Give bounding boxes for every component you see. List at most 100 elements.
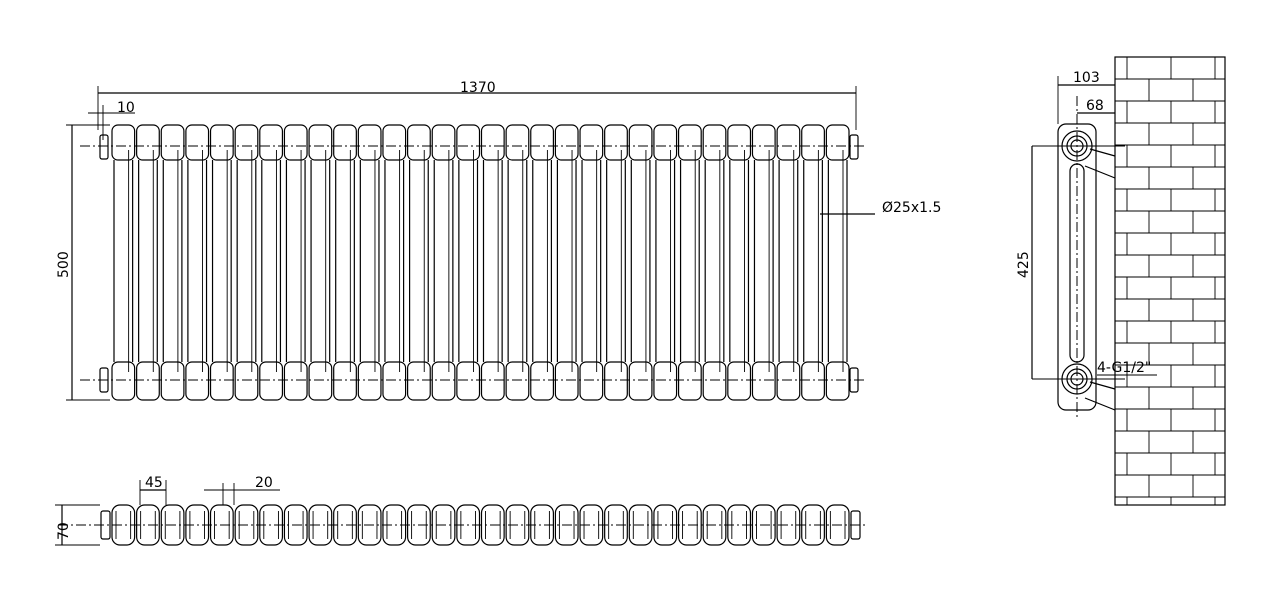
bracket-arm (1084, 397, 1116, 411)
section-top-header (160, 124, 185, 161)
section-top-header (431, 124, 456, 161)
section-top-header (628, 124, 653, 161)
wall-outline (1114, 56, 1226, 506)
section-top-header (554, 124, 579, 161)
section-bottom-header (825, 361, 850, 401)
radiator-section (604, 124, 628, 401)
section-bottom-header (702, 361, 727, 401)
dim-overall-width: 1370 (460, 80, 496, 96)
section-top-profile (554, 504, 579, 546)
section-bottom-header (801, 361, 825, 401)
section-top-header (530, 124, 554, 161)
bracket-arm (1089, 381, 1116, 390)
section-top-profile (751, 504, 776, 546)
top-view (58, 504, 868, 546)
section-top-header (825, 124, 850, 161)
section-top-profile (825, 504, 850, 546)
dim-connections: 4-G1/2" (1097, 360, 1151, 376)
section-bottom-header (259, 361, 284, 401)
section-top-header (111, 124, 136, 161)
section-bottom-header (209, 361, 234, 401)
section-bottom-header (283, 361, 308, 401)
radiator-section (185, 124, 210, 401)
section-top-header (185, 124, 210, 161)
radiator-section (505, 124, 530, 401)
dim-section-pitch: 45 (145, 475, 163, 491)
section-top-header (382, 124, 407, 161)
section-top-header (702, 124, 727, 161)
section-bottom-header (357, 361, 382, 401)
section-top-header (653, 124, 678, 161)
section-top-header (407, 124, 431, 161)
section-top-header (234, 124, 259, 161)
section-top-header (308, 124, 333, 161)
dim-centre-to-wall: 68 (1086, 98, 1104, 114)
section-bottom-header (530, 361, 554, 401)
radiator-section (628, 124, 653, 401)
section-bottom-header (653, 361, 678, 401)
radiator-section (308, 124, 333, 401)
section-bottom-header (579, 361, 604, 401)
section-bottom-header (111, 361, 136, 401)
radiator-section (702, 124, 727, 401)
radiator-section (407, 124, 431, 401)
section-top-header (136, 124, 160, 161)
radiator-section (653, 124, 678, 401)
section-bottom-header (505, 361, 530, 401)
bracket-arm (1089, 148, 1116, 157)
dim-gap: 20 (255, 475, 273, 491)
radiator-section (579, 124, 604, 401)
section-bottom-header (136, 361, 160, 401)
section-bottom-header (407, 361, 431, 401)
section-top-header (333, 124, 357, 161)
radiator-section (727, 124, 752, 401)
section-bottom-header (382, 361, 407, 401)
side-view (1032, 96, 1125, 420)
section-bottom-header (456, 361, 481, 401)
section-bottom-header (234, 361, 259, 401)
section-top-profile (283, 504, 308, 546)
section-top-profile (357, 504, 382, 546)
dim-height: 500 (56, 251, 72, 278)
dim-centres: 425 (1016, 251, 1032, 278)
section-top-header (505, 124, 530, 161)
radiator-section (111, 124, 136, 401)
radiator-section (825, 124, 850, 401)
section-top-header (776, 124, 801, 161)
section-bottom-header (185, 361, 210, 401)
section-bottom-header (333, 361, 357, 401)
section-top-header (480, 124, 505, 161)
section-bottom-header (554, 361, 579, 401)
dim-tube: Ø25x1.5 (882, 200, 941, 216)
section-top-header (283, 124, 308, 161)
section-top-header (677, 124, 702, 161)
radiator-section (530, 124, 554, 401)
section-bottom-header (628, 361, 653, 401)
front-view (80, 124, 865, 401)
section-bottom-header (751, 361, 776, 401)
section-top-header (209, 124, 234, 161)
section-top-header (579, 124, 604, 161)
bracket-arm (1084, 165, 1116, 179)
section-bottom-header (677, 361, 702, 401)
radiator-section (283, 124, 308, 401)
radiator-section (382, 124, 407, 401)
section-bottom-header (431, 361, 456, 401)
plug-icon (849, 134, 859, 160)
dim-depth: 70 (56, 522, 72, 540)
section-top-header (751, 124, 776, 161)
section-bottom-header (160, 361, 185, 401)
section-top-header (801, 124, 825, 161)
radiator-section (333, 124, 357, 401)
radiator-section (801, 124, 825, 401)
dimensions: 1370 10 500 Ø25x1.5 45 20 70 103 68 425 … (55, 70, 1157, 546)
radiator-section (456, 124, 481, 401)
section-top-header (259, 124, 284, 161)
plug-icon (99, 134, 109, 160)
radiator-section (677, 124, 702, 401)
dim-wall-projection: 103 (1073, 70, 1100, 86)
section-top-header (604, 124, 628, 161)
radiator-section (234, 124, 259, 401)
